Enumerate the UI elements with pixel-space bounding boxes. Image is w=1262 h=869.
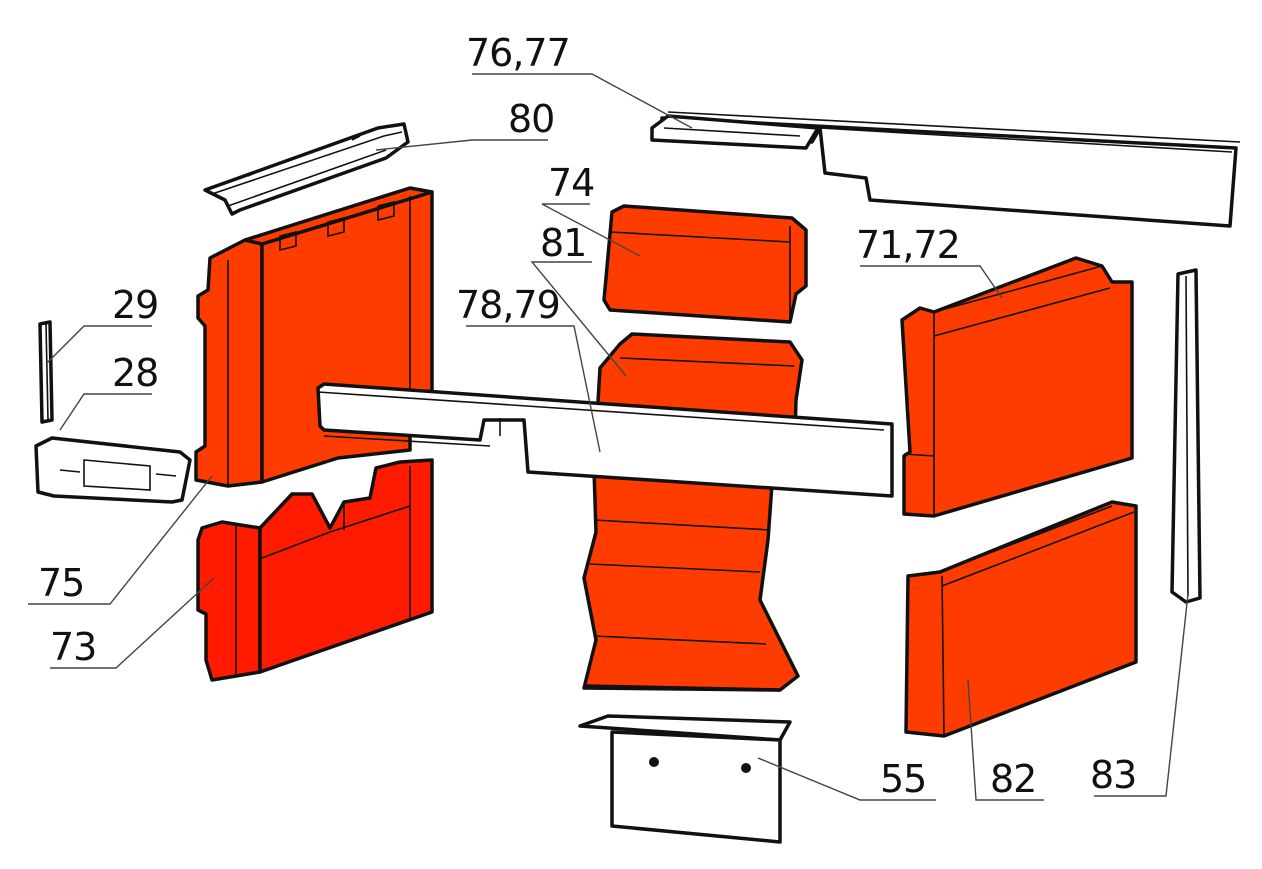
leader-73 — [50, 577, 215, 669]
grate-28-bar-1 — [59, 469, 81, 473]
brick-82-front — [904, 500, 1138, 738]
strip-83 — [1170, 268, 1202, 604]
leader-80 — [375, 139, 548, 151]
leader-29 — [45, 325, 152, 365]
brick-71-72-inner-edge — [933, 287, 1111, 337]
part-81-center-brick — [582, 332, 804, 692]
brick-75-notch-1 — [279, 230, 297, 252]
part-75-left-upper-brick — [194, 186, 434, 488]
bracket-80-crease-2 — [227, 149, 387, 207]
grate-28-slot — [83, 459, 151, 491]
part-76-77-top-rail — [650, 111, 1241, 228]
grate-28-bar-2 — [155, 473, 177, 477]
part-55-plate — [578, 714, 792, 844]
strip-83-edge — [1185, 275, 1189, 597]
leader-78-79 — [466, 325, 601, 453]
brick-74 — [602, 204, 808, 324]
brick-75-notch-2 — [327, 216, 345, 238]
bracket-80-body — [203, 122, 410, 216]
label-82: 82 — [990, 757, 1036, 801]
leader-74 — [541, 203, 641, 257]
leader-lines — [28, 73, 1189, 801]
label-28: 28 — [112, 351, 158, 395]
brick-71-72-step — [903, 453, 935, 457]
label-71-72: 71,72 — [856, 223, 960, 267]
callout-labels: 76,77 80 74 81 71,72 29 78,79 28 75 73 5… — [38, 31, 1137, 801]
label-81: 81 — [540, 221, 586, 265]
part-29-rod — [38, 320, 54, 424]
brick-81-groove-1 — [593, 519, 771, 531]
leader-28 — [59, 393, 152, 431]
label-78-79: 78,79 — [456, 283, 560, 327]
plate-55-hole-left — [649, 757, 659, 767]
steel-bar-top-edge — [317, 391, 885, 431]
brick-81-ledge — [619, 357, 795, 367]
brick-81-base — [585, 684, 781, 692]
bracket-80-crease — [211, 131, 403, 195]
top-rail-end-detail — [663, 127, 801, 137]
brick-74-edge — [609, 231, 791, 243]
top-rail-edge — [667, 111, 1241, 143]
leader-76-77 — [472, 73, 693, 129]
part-28-grate — [34, 436, 192, 504]
brick-81-groove-2 — [589, 563, 761, 573]
label-55: 55 — [880, 757, 926, 801]
brick-75-top — [243, 186, 434, 246]
leader-55 — [757, 757, 936, 801]
brick-73-side — [196, 520, 262, 682]
part-71-72-right-upper-brick — [900, 256, 1134, 518]
brick-82-vert-edge — [941, 575, 945, 737]
rod-29-edge — [45, 323, 49, 421]
brick-75-side — [194, 238, 264, 488]
brick-82-top-edge — [939, 505, 1113, 573]
part-74-top-brick — [602, 204, 808, 324]
top-rail-inner-edge — [819, 127, 1233, 153]
label-29: 29 — [112, 283, 158, 327]
part-73-left-lower-brick — [196, 458, 434, 682]
part-78-79-steel-bar — [316, 382, 894, 498]
part-80-bracket — [203, 122, 410, 216]
bracket-80-notch-b — [351, 135, 361, 141]
brick-71-72-top-edge — [933, 265, 1103, 313]
brick-81-groove-3 — [593, 635, 767, 645]
rod-29 — [38, 320, 54, 424]
label-75: 75 — [38, 561, 84, 605]
brick-75-notch-3 — [377, 200, 395, 222]
label-76-77: 76,77 — [466, 31, 570, 75]
part-83-strip — [1170, 268, 1202, 604]
part-82-right-lower-brick — [904, 500, 1138, 738]
leader-81 — [530, 261, 627, 377]
leader-82 — [967, 679, 1044, 801]
bracket-80-notch-a — [247, 171, 257, 177]
steel-bar-inner-edge — [323, 435, 491, 447]
leader-83 — [1094, 593, 1189, 797]
leader-71-72 — [860, 265, 1003, 299]
grate-28-frame — [34, 436, 192, 504]
brick-82-inner-edge — [941, 511, 1135, 587]
label-73: 73 — [50, 625, 96, 669]
plate-55-face — [610, 730, 782, 844]
plate-55-hole-right — [741, 763, 751, 773]
label-74: 74 — [548, 161, 594, 205]
label-80: 80 — [508, 97, 554, 141]
brick-73-groove — [261, 505, 411, 559]
brick-73-front — [258, 458, 434, 674]
steel-bar-face — [316, 382, 894, 498]
leader-75 — [28, 475, 213, 605]
brick-71-72-front — [900, 256, 1134, 518]
label-83: 83 — [1090, 753, 1136, 797]
